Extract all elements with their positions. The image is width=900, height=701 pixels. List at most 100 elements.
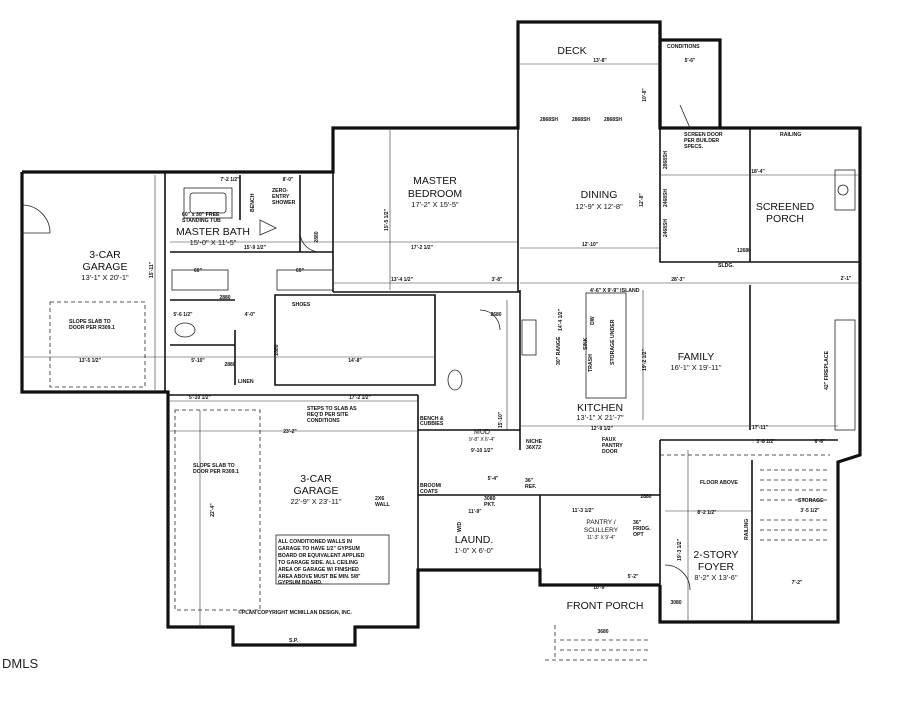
door-tag: 2868SH [604,117,622,123]
dim: 15'-9 1/2" [244,245,267,251]
interior-walls [164,128,860,622]
dim: 7'-2 1/2" [220,177,240,183]
door-tag: 2880 [224,362,235,368]
shower-note-3: SHOWER [272,200,296,206]
door-tag: 2868SH [663,151,669,169]
door-tag: 2868SH [572,117,590,123]
notes: 60" x 30" FREE STANDING TUB ZERO- ENTRY … [69,44,830,644]
door-tag: 2880 [219,295,230,301]
room-deck-name: DECK [557,45,586,57]
dim: 8'-2 1/2" [697,510,717,516]
dim: 13'-4 1/2" [391,277,414,283]
dim: 8'-0" [283,177,294,183]
dim: 14'-8" [348,358,362,364]
room-master-bedroom-name: MASTER [413,175,457,187]
dim: 5'-2" [628,574,639,580]
dashed-lines [49,301,830,661]
ref-label-2: REF. [525,484,537,490]
dim: 2'-1" [841,276,852,282]
bench-label: BENCH [250,193,256,212]
faux-pantry-label-3: DOOR [602,449,618,455]
room-front-porch-name: FRONT PORCH [567,600,644,612]
dim: 5'-6" [685,58,696,64]
garage-note-line-7: GYPSUM BOARD. [278,580,323,586]
dw-label: DW [590,316,596,325]
room-kitchen-name: KITCHEN [577,402,623,414]
bench-cubbies-label-2: CUBBIES [420,421,444,427]
room-pantry-size: 11'-3" X 9'-4" [587,535,616,541]
range-label: 30" RANGE [556,336,562,365]
garage-note-line-5: AREA OF GARAGE W/ FINISHED [278,567,359,573]
door-tags: 2880 2880 2680 2880 3080 3680 2868SH 286… [219,117,751,635]
dim: 14'-4 1/2" [558,308,564,331]
door-tag: 2680 [490,312,501,318]
conditions-label: CONDITIONS [667,44,700,50]
dim: 3'-8 1/2" [756,439,776,445]
dim: 17'-11" [752,425,769,431]
dim: 23'-2" [283,429,297,435]
room-garage-2-name: 3-CAR [300,473,332,485]
niche-label-2: 36X72 [526,445,541,451]
broom-coats-label-2: COATS [420,489,438,495]
dim: 13'-5 1/2" [79,358,102,364]
ref-label: 36" [525,478,534,484]
railing-label: RAILING [780,132,801,138]
dim: 3'-8" [492,277,503,283]
room-screened-porch-name: SCREENED [756,201,815,213]
room-dining-size: 12'-9" X 12'-8" [575,202,623,211]
dim: 17'-2 1/2" [411,245,434,251]
washer-dryer-label: W/D [457,522,463,532]
screen-door-note-3: SPECS. [684,144,704,150]
garage-note-line-3: BOARD OR EQUIVALENT APPLIED [278,553,365,559]
garage-note-line-1: ALL CONDITIONED WALLS IN [278,539,352,545]
dim: 7'-2" [792,580,803,586]
faux-pantry-label: FAUX [602,437,616,443]
room-mud-size: 9'-8" X 6'-4" [469,437,495,443]
room-mud-name: MUD [474,429,490,436]
room-master-bedroom-size: 17'-2" X 15'-5" [411,200,459,209]
dim: 15'-5 1/2" [384,208,390,231]
room-family-name: FAMILY [678,351,715,363]
wall-2x6-label: 2X6 [375,496,384,502]
wall-label: WALL [375,502,391,508]
door-tag: 2468SH [663,189,669,207]
dim: 15'-11" [149,261,155,278]
room-master-bath-size: 15'-0" X 11'-5" [190,238,237,247]
dim: 9'-10 1/2" [471,448,494,454]
dim: 12'-8" [639,193,645,207]
dim: 5'-10 1/2" [189,395,212,401]
room-laundry-name: LAUND. [455,534,494,546]
screen-door-note-2: PER BUILDER [684,138,719,144]
room-master-bath-name: MASTER BATH [176,226,250,238]
shower-note-2: ENTRY [272,194,290,200]
room-foyer-name2: FOYER [698,561,735,573]
steps-note-2: REQ'D PER SITE [307,412,349,418]
dim: 28'-3" [671,277,685,283]
dim: 5'-6 1/2" [173,312,193,318]
door-tag: 2880 [640,494,651,500]
garage-note-line-4: TO GARAGE SIDE. ALL CEILING [278,560,358,566]
dim: 10'-9" [593,585,607,591]
room-garage-2-name2: GARAGE [294,485,339,497]
room-garage-1-size: 13'-1" X 20'-1" [81,273,129,282]
tub-note: 60" x 30" FREE [182,212,220,218]
dimension-lines [22,63,860,625]
dim: 12'-9 1/2" [591,426,614,432]
pocket-door-label: 3080 [484,496,496,502]
room-dining-name: DINING [581,189,618,201]
doors [21,104,691,591]
room-pantry-name2: SCULLERY [584,527,619,534]
door-tag: 12680 [737,248,751,254]
watermark: DMLS [2,656,38,671]
fridg-label: 36" [633,520,642,526]
slope-slab-note-2b: DOOR PER R309.1 [193,469,239,475]
door-tag: 3080 [670,600,681,606]
dim: 19'-2 1/2" [642,348,648,371]
storage-under-label: STORAGE UNDER [610,319,616,365]
garage-note-line-6: AREA ABOVE MUST BE MIN. 5/8" [278,574,361,580]
tub-note-2: STANDING TUB [182,218,221,224]
dim: 22'-4" [210,503,216,517]
shoes-label: SHOES [292,302,311,308]
dim: 5'-4" [488,476,499,482]
copyright-note: ©PLAN COPYRIGHT MCMILLAN DESIGN, INC. [238,609,352,616]
